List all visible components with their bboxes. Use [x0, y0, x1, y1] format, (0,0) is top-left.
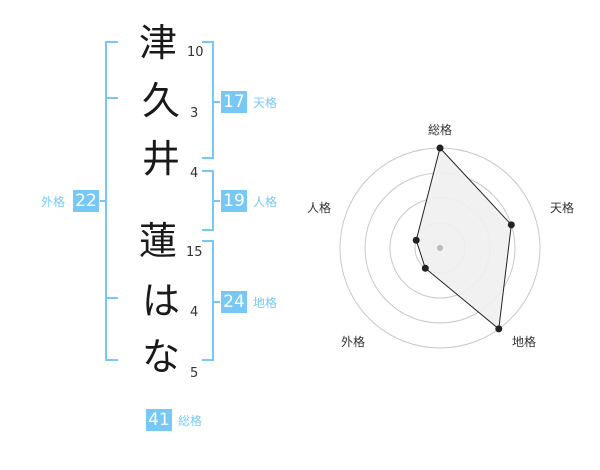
radar-axis-label-tenkaku: 天格: [550, 201, 575, 215]
radar-axis-label-jinkaku: 人格: [307, 201, 332, 215]
gaikaku-value: 22: [73, 190, 99, 212]
name-char-3: 井: [142, 137, 181, 181]
soukaku-label: 総格: [178, 414, 203, 428]
name-char-2: 久: [142, 79, 181, 123]
radar-point-5: [412, 236, 420, 244]
stroke-count-2: 3: [190, 106, 199, 121]
stroke-count-5: 4: [190, 305, 199, 320]
radar-series-polygon: [415, 146, 512, 330]
radar-center-dot: [437, 245, 443, 251]
stroke-count-1: 10: [187, 45, 204, 60]
chikaku-value: 24: [221, 291, 247, 313]
radar-point-4: [421, 264, 429, 272]
chikaku-label: 地格: [253, 296, 278, 310]
radar-axis-label-soukaku: 総格: [428, 123, 453, 137]
tenkaku-label: 天格: [253, 96, 278, 110]
stroke-count-4: 15: [186, 245, 203, 260]
soukaku-value: 41: [146, 409, 172, 431]
jinkaku-label: 人格: [253, 195, 278, 209]
stroke-count-3: 4: [190, 166, 199, 181]
radar-point-3: [495, 325, 503, 333]
stroke-count-6: 5: [190, 366, 199, 381]
radar-point-2: [507, 221, 515, 229]
jinkaku-value: 19: [221, 190, 247, 212]
name-char-6: な: [142, 335, 181, 379]
radar-point-1: [436, 144, 444, 152]
name-char-4: 蓮: [139, 219, 178, 263]
chikaku-bracket: [202, 240, 214, 361]
name-char-1: 津: [139, 21, 178, 65]
tenkaku-bracket: [202, 41, 214, 159]
tenkaku-value: 17: [221, 91, 247, 113]
gaikaku-label: 外格: [41, 195, 66, 209]
name-char-5: は: [142, 279, 181, 323]
radar-axis-label-chikaku: 地格: [512, 335, 537, 349]
radar-axis-label-gaikaku: 外格: [341, 335, 366, 349]
